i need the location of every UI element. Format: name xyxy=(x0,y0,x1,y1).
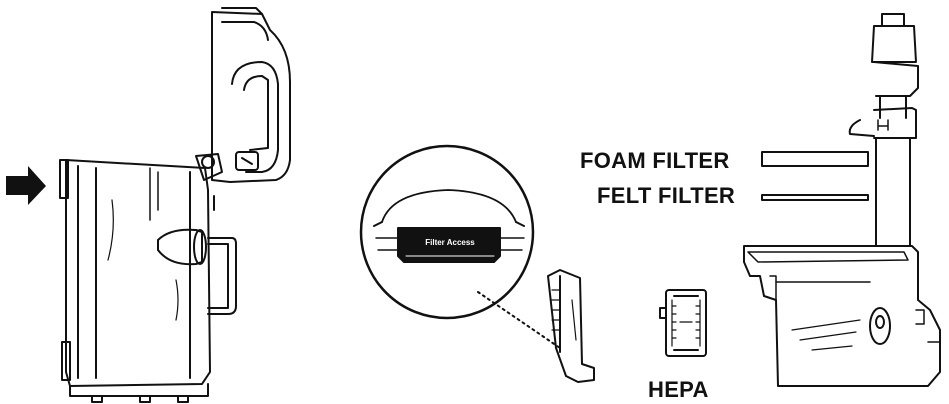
right-arrow-icon xyxy=(6,166,46,205)
foam-filter-label: FOAM FILTER xyxy=(580,148,730,174)
filter-access-zoom xyxy=(361,146,594,382)
felt-filter-label: FELT FILTER xyxy=(597,183,735,209)
hepa-label: HEPA xyxy=(648,377,709,403)
hepa-filter-illustration xyxy=(660,290,706,356)
felt-filter-shape xyxy=(762,195,868,200)
foam-filter-shape xyxy=(762,152,868,166)
filter-access-label: Filter Access xyxy=(400,238,500,247)
dust-cup-illustration xyxy=(6,8,290,402)
